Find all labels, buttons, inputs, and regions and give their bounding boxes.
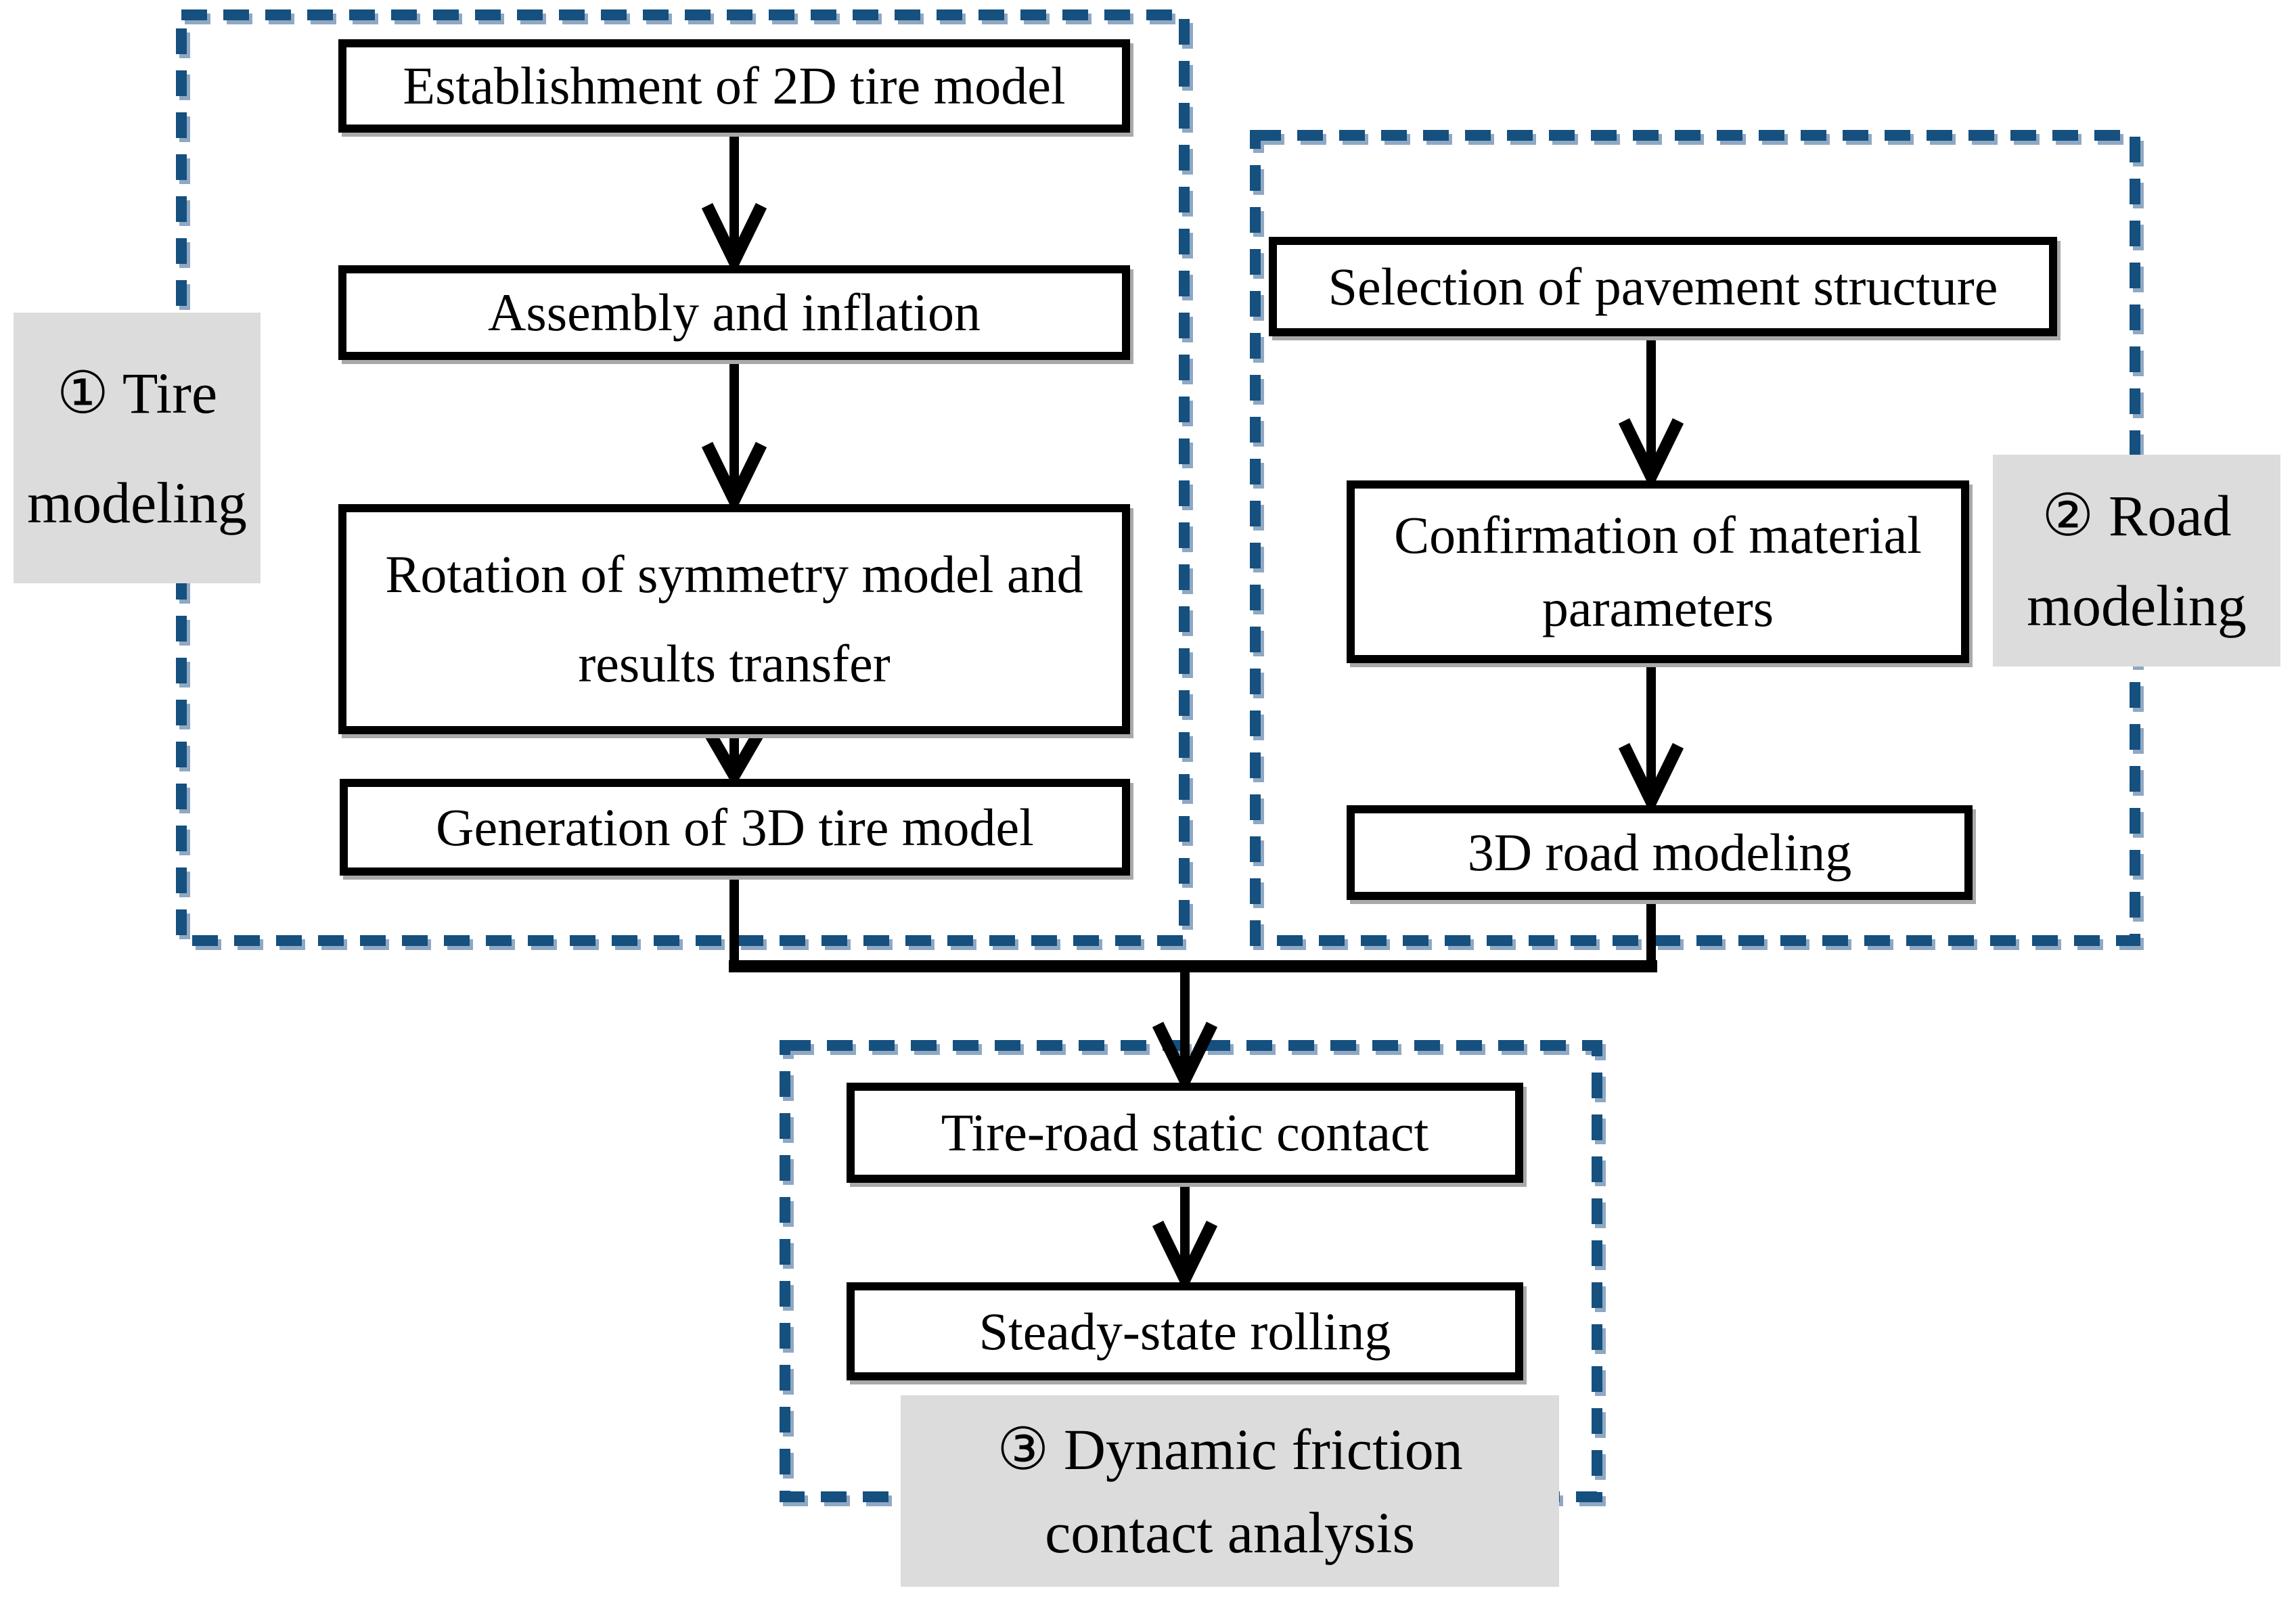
arrow-selection-to-confirmation [1618,336,1684,491]
label-line1: ③ Dynamic friction [997,1417,1463,1482]
label-road-modeling: ② Road modeling [1993,455,2280,667]
step-rotation-of-symmetry-model: Rotation of symmetry model and results t… [338,504,1130,734]
step-tire-road-static-contact: Tire-road static contact [847,1083,1523,1183]
step-label-line2: results transfer [578,633,891,693]
arrow-confirmation-to-road3d [1618,663,1684,815]
step-confirmation-of-material-parameters: Confirmation of material parameters [1347,480,1969,663]
arrow-merge-to-static-contact [1152,972,1218,1094]
label-dynamic-friction-contact-analysis: ③ Dynamic friction contact analysis [901,1395,1559,1587]
step-selection-of-pavement-structure: Selection of pavement structure [1269,237,2057,336]
label-tire-modeling: ① Tire modeling [14,313,261,583]
step-steady-state-rolling: Steady-state rolling [847,1282,1523,1380]
step-establishment-2d-tire-model: Establishment of 2D tire model [338,39,1130,133]
step-label: Establishment of 2D tire model [403,56,1066,115]
label-line2: modeling [27,470,247,535]
step-label: Generation of 3D tire model [436,797,1034,857]
step-label: Confirmation of material [1394,505,1922,564]
label-line1: ① Tire [56,361,218,426]
label-line2: modeling [2027,573,2247,638]
arrow-establishment-to-assembly [701,133,767,275]
step-label: Rotation of symmetry model and [385,545,1083,604]
arrow-static-contact-to-rolling [1152,1183,1218,1293]
step-label: Assembly and inflation [488,283,981,342]
arrow-assembly-to-rotation [701,360,767,514]
step-3d-road-modeling: 3D road modeling [1347,805,1973,900]
step-assembly-and-inflation: Assembly and inflation [338,265,1130,360]
step-label-line2: parameters [1541,579,1774,637]
step-label: Tire-road static contact [941,1103,1429,1162]
arrow-rotation-to-generation [704,730,764,788]
step-label: 3D road modeling [1467,823,1852,882]
step-label: Steady-state rolling [978,1301,1391,1361]
label-line2: contact analysis [1045,1500,1415,1565]
step-generation-3d-tire-model: Generation of 3D tire model [340,779,1130,876]
merge-connector [729,876,1657,972]
step-label: Selection of pavement structure [1328,256,1998,316]
label-line1: ② Road [2042,483,2232,548]
